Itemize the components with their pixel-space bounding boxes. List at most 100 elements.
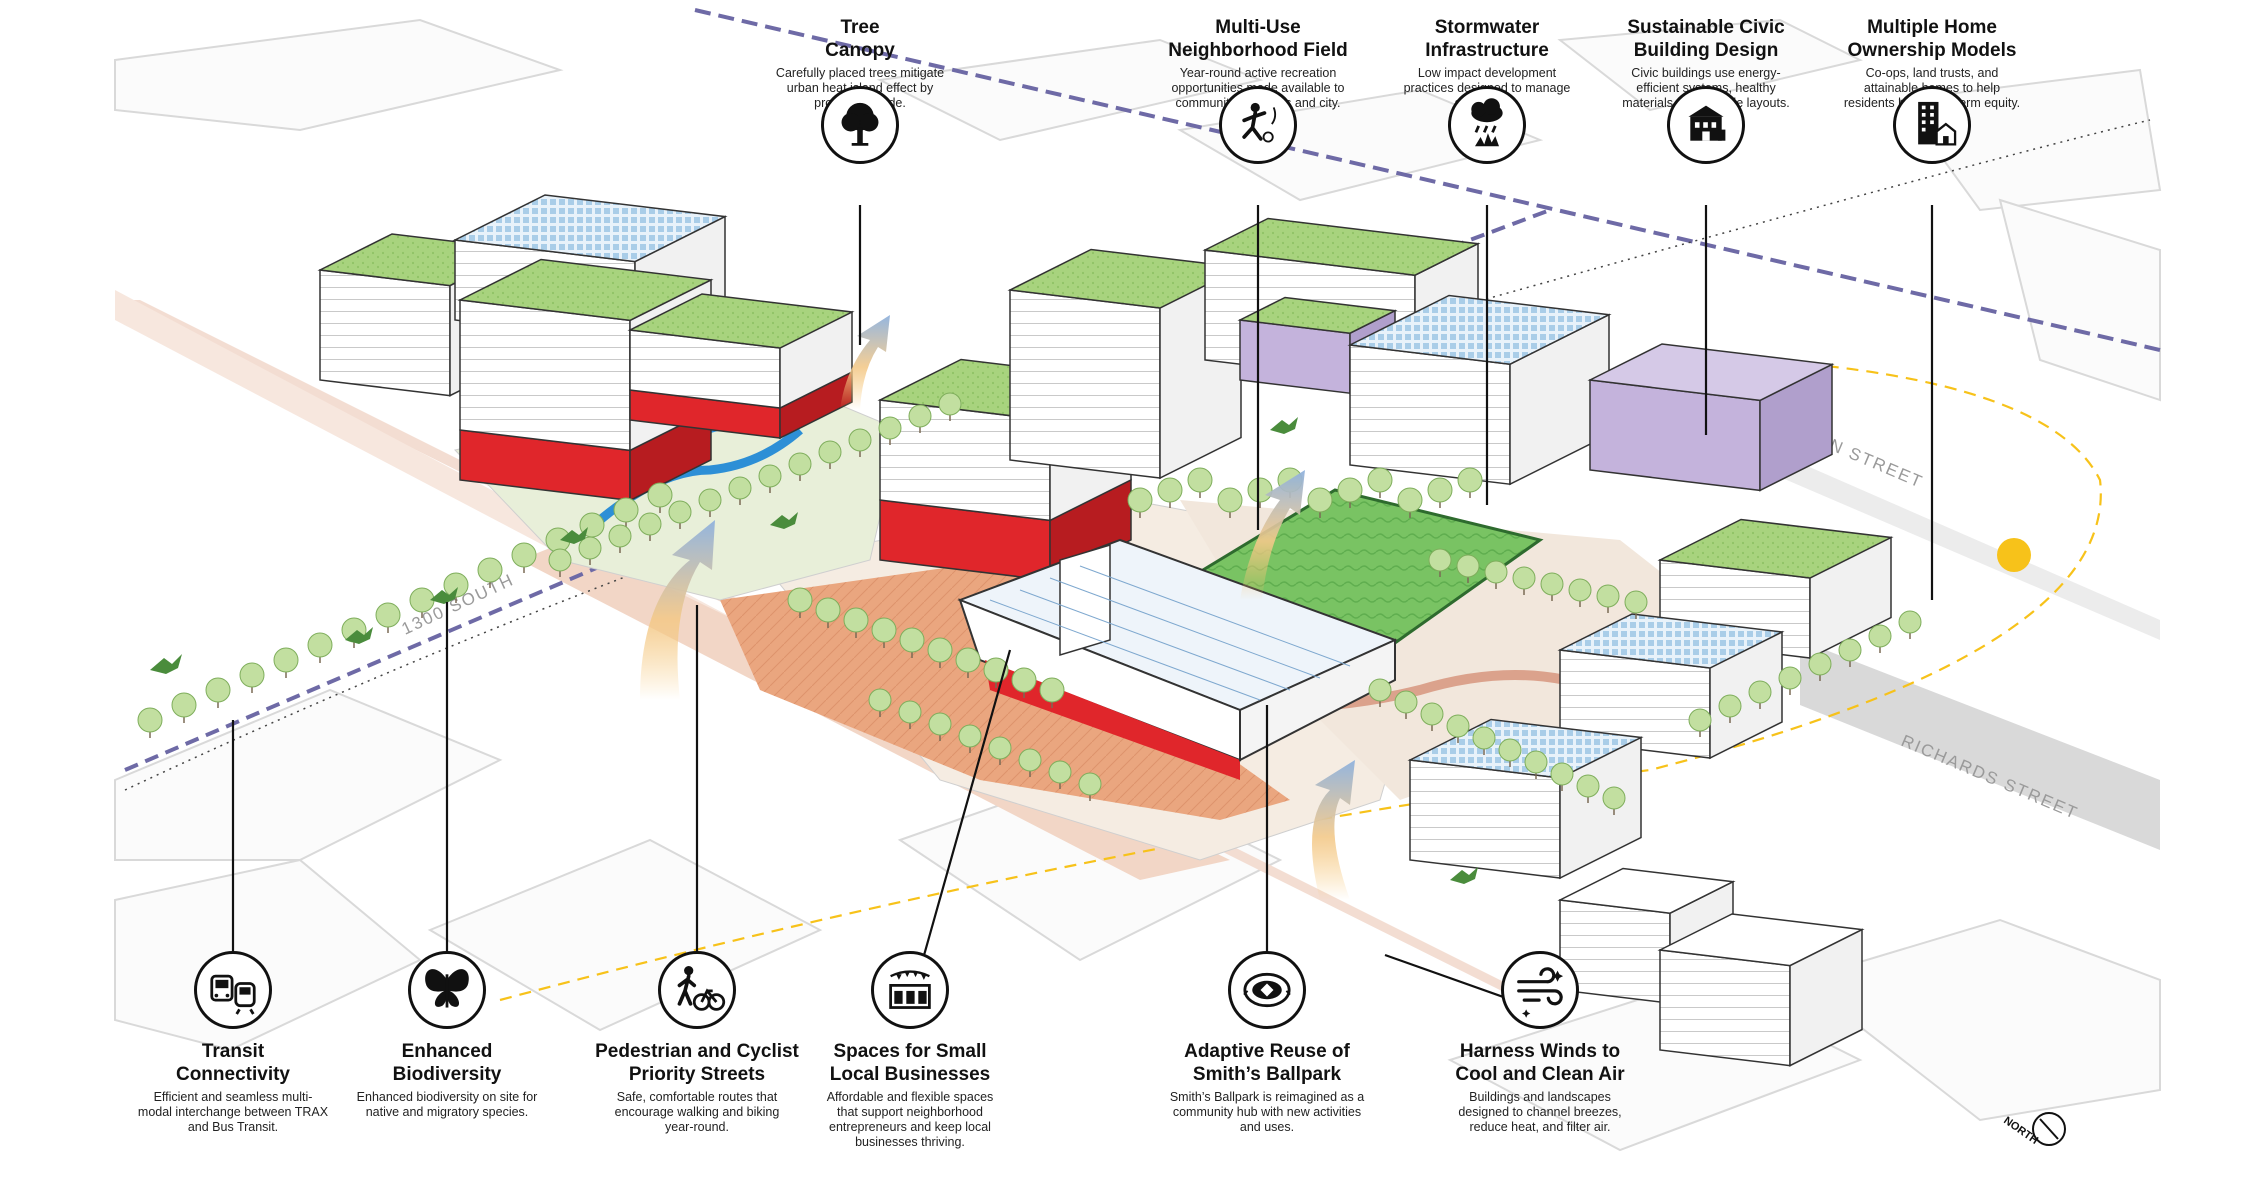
tree — [273, 647, 299, 673]
callout-description-line: Low impact development — [1417, 66, 1557, 80]
city-block — [1998, 198, 2161, 402]
tree — [788, 452, 812, 476]
tree — [758, 464, 782, 488]
tree — [1337, 477, 1363, 503]
tree — [1472, 726, 1496, 750]
tree — [818, 440, 842, 464]
callout-title-line: Transit — [201, 1041, 265, 1062]
tree — [608, 524, 632, 548]
ballpark-structure — [957, 538, 1398, 780]
tree — [171, 692, 197, 718]
city-block — [876, 38, 1264, 142]
tree — [1428, 548, 1452, 572]
tree — [477, 557, 503, 583]
tree — [1602, 786, 1626, 810]
tree — [1748, 680, 1772, 704]
tree — [1484, 560, 1508, 584]
tree — [899, 627, 925, 653]
callout-description-line: Buildings and landscapes — [1469, 1090, 1611, 1104]
tree — [1446, 714, 1470, 738]
tree — [1568, 578, 1592, 602]
ballpark-icon — [1228, 951, 1306, 1029]
tree — [443, 572, 469, 598]
tree — [815, 597, 841, 623]
tree — [1011, 667, 1037, 693]
callout-title-line: Adaptive Reuse of — [1184, 1041, 1350, 1062]
callout-title-line: Spaces for Small — [833, 1041, 987, 1062]
callout-description-line: native and migratory species. — [365, 1105, 529, 1119]
callout-description-line: reduce heat, and filter air. — [1469, 1120, 1611, 1134]
building-solar-block — [1347, 294, 1612, 486]
callout-description-line: Co-ops, land trusts, and — [1865, 66, 1999, 80]
tree — [548, 548, 572, 572]
callout-description-line: that support neighborhood — [837, 1105, 983, 1119]
callout-title-line: Canopy — [825, 40, 895, 61]
callout-description-line: and Bus Transit. — [187, 1120, 279, 1134]
tree — [1157, 477, 1183, 503]
north-arrow: NORTH — [2001, 1112, 2066, 1147]
callout-description-line: encourage walking and biking — [614, 1105, 780, 1119]
tree — [1838, 638, 1862, 662]
callout-description: Efficient and seamless multi-modal inter… — [113, 1090, 353, 1135]
civic-building-icon — [1667, 86, 1745, 164]
tree — [958, 724, 982, 748]
callout-title-line: Pedestrian and Cyclist — [595, 1041, 799, 1062]
tree — [698, 488, 722, 512]
tree — [239, 662, 265, 688]
tree — [928, 712, 952, 736]
tree — [375, 602, 401, 628]
tree — [1457, 467, 1483, 493]
tree — [1624, 590, 1648, 614]
tree — [1456, 554, 1480, 578]
butterfly-icon — [408, 951, 486, 1029]
tree — [307, 632, 333, 658]
tree — [1397, 487, 1423, 513]
callout-title-line: Building Design — [1633, 40, 1779, 61]
tree — [511, 542, 537, 568]
tree — [1778, 666, 1802, 690]
callout-title-line: Smith’s Ballpark — [1192, 1064, 1342, 1085]
tree — [1127, 487, 1153, 513]
tree — [1247, 477, 1273, 503]
tree — [1550, 762, 1574, 786]
callout-description-line: Civic buildings use energy- — [1631, 66, 1781, 80]
tree — [1217, 487, 1243, 513]
tree — [927, 637, 953, 663]
tree-icon — [821, 86, 899, 164]
tree — [668, 500, 692, 524]
tree — [1596, 584, 1620, 608]
tree — [1718, 694, 1742, 718]
tree — [1394, 690, 1418, 714]
callout-title-line: Ownership Models — [1847, 40, 2017, 61]
tree — [1898, 610, 1922, 634]
building-east-c — [1407, 718, 1644, 880]
tree — [1187, 467, 1213, 493]
pedestrian-bike-icon — [658, 951, 736, 1029]
callout-title-line: Multi-Use — [1215, 17, 1301, 38]
tree — [647, 482, 673, 508]
soccer-player-icon — [1219, 86, 1297, 164]
callout-description-line: and uses. — [1239, 1120, 1295, 1134]
tree — [908, 404, 932, 428]
tree — [871, 617, 897, 643]
tree — [787, 587, 813, 613]
tree — [1368, 678, 1392, 702]
tree — [1078, 772, 1102, 796]
tree — [1498, 738, 1522, 762]
tree — [898, 700, 922, 724]
tree — [1512, 566, 1536, 590]
city-block — [427, 838, 823, 1032]
